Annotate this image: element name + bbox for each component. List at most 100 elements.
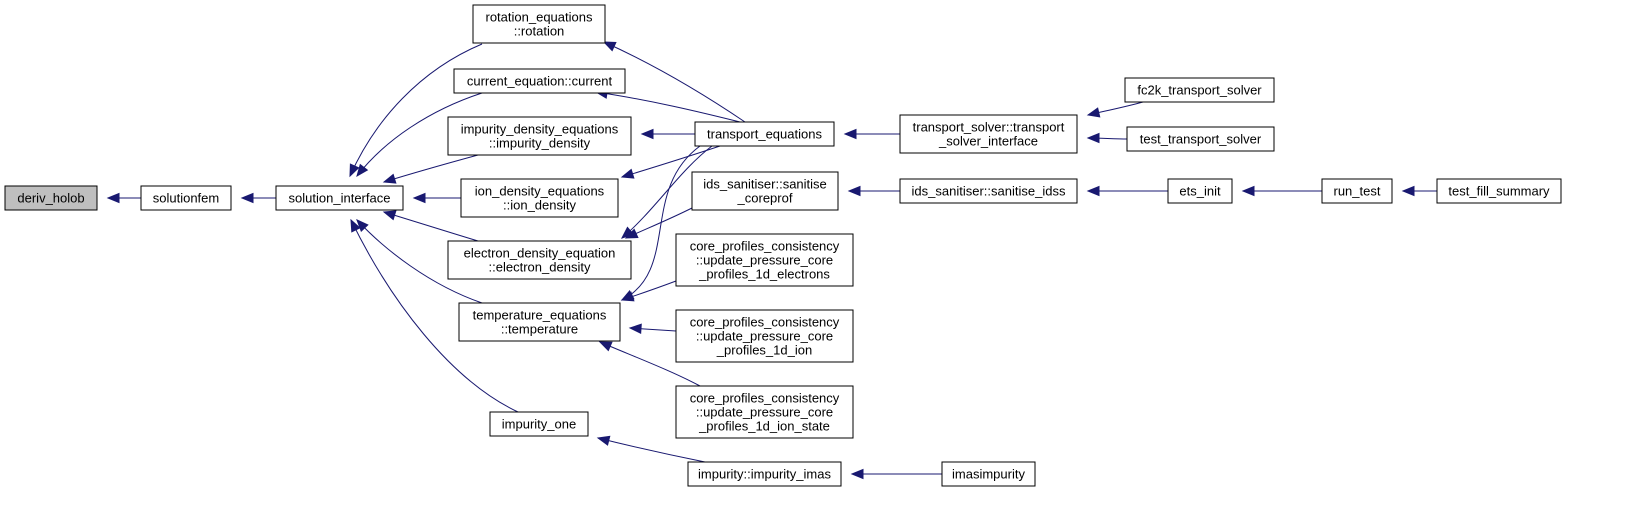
node-temperature[interactable]: temperature_equations::temperature [458,302,621,342]
node-label: impurity_density_equations [461,122,619,137]
arrowhead-icon [640,128,654,140]
node-test_fill_summary[interactable]: test_fill_summary [1436,178,1562,204]
arrowhead-icon [240,192,254,204]
node-box [1167,178,1233,204]
edge-upd_electrons-to-temperature [620,280,677,302]
edge-impurity_one-to-solution_interface [350,218,519,413]
node-label: temperature_equations [473,308,607,323]
node-upd_ion_state[interactable]: core_profiles_consistency::update_pressu… [675,385,854,439]
node-box [1436,178,1562,204]
node-transport_solver_interface[interactable]: transport_solver::transport_solver_inter… [899,114,1078,154]
edge-line [597,437,706,463]
node-sanitise_idss[interactable]: ids_sanitiser::sanitise_idss [899,178,1078,204]
edge-line [383,154,479,183]
node-fc2k_transport_solver[interactable]: fc2k_transport_solver [1124,77,1275,103]
node-label: impurity_one [502,417,576,432]
node-label: deriv_holob [17,191,84,206]
arrowhead-icon [602,41,617,52]
node-box [447,116,632,156]
node-label: _profiles_1d_ion_state [698,419,830,434]
node-solution_interface[interactable]: solution_interface [275,185,404,211]
node-solutionfem[interactable]: solutionfem [140,185,232,211]
node-box [489,411,589,437]
node-impurity_one[interactable]: impurity_one [489,411,589,437]
node-box [675,309,854,363]
node-box [1321,178,1393,204]
edge-line [356,92,483,177]
node-box [453,68,626,94]
node-label: ids_sanitiser::sanitise [703,177,827,192]
node-transport_equations[interactable]: transport_equations [694,121,835,147]
node-current[interactable]: current_equation::current [453,68,626,94]
node-label: solutionfem [153,191,219,206]
node-label: core_profiles_consistency [690,239,840,254]
node-label: solution_interface [289,191,391,206]
arrowhead-icon [106,192,120,204]
edge-test_fill_summary-to-run_test [1401,185,1437,197]
node-box [675,233,854,287]
node-label: ::electron_density [489,260,591,275]
node-label: transport_solver::transport [913,120,1065,135]
node-label: core_profiles_consistency [690,315,840,330]
arrowhead-icon [350,218,361,233]
edge-ion_density-to-solution_interface [412,192,461,204]
arrowhead-icon [620,168,635,179]
node-box [691,171,839,211]
edge-transport_equations-to-ion_density [620,145,721,179]
arrowhead-icon [356,163,369,178]
node-ets_init[interactable]: ets_init [1167,178,1233,204]
node-impurity_imas[interactable]: impurity::impurity_imas [687,461,842,487]
arrowhead-icon [850,468,864,480]
node-label: ::rotation [514,24,565,39]
node-label: imasimpurity [952,467,1025,482]
node-box [275,185,404,211]
edge-line [595,91,741,123]
node-upd_ion[interactable]: core_profiles_consistency::update_pressu… [675,309,854,363]
nodes-layer: deriv_holob solutionfem solution_interface… [4,4,1562,487]
node-label: rotation_equations [486,10,593,25]
node-label: ion_density_equations [475,184,605,199]
node-test_transport_solver[interactable]: test_transport_solver [1126,126,1275,152]
arrowhead-icon [598,341,613,352]
edge-upd_ion-to-temperature [628,323,677,334]
node-label: test_transport_solver [1140,132,1262,147]
node-label: _profiles_1d_electrons [698,267,830,282]
arrowhead-icon [349,163,360,178]
edge-solutionfem-to-deriv_holob [106,192,141,204]
node-label: run_test [1334,184,1381,199]
node-label: ids_sanitiser::sanitise_idss [912,184,1066,199]
edge-rotation-to-solution_interface [349,43,483,178]
edge-impurity_imas-to-impurity_one [596,435,706,463]
edge-fc2k_transport_solver-to-transport_solver_interface [1086,101,1144,118]
arrowhead-icon [628,323,642,334]
edge-sanitise_coreprof-to-electron_density [624,207,693,239]
node-label: ::update_pressure_core [696,329,833,344]
arrowhead-icon [382,210,397,221]
node-electron_density[interactable]: electron_density_equation::electron_dens… [447,240,632,280]
arrowhead-icon [843,128,857,140]
node-imasimpurity[interactable]: imasimpurity [941,461,1036,487]
node-box [941,461,1036,487]
edge-upd_ion_state-to-temperature [598,341,701,387]
node-ion_density[interactable]: ion_density_equations::ion_density [460,178,619,218]
edge-line [356,219,483,304]
arrowhead-icon [620,291,635,302]
node-box [675,385,854,439]
arrowhead-icon [1086,185,1100,197]
node-label: impurity::impurity_imas [698,467,831,482]
node-box [1124,77,1275,103]
node-sanitise_coreprof[interactable]: ids_sanitiser::sanitise_coreprof [691,171,839,211]
edge-sanitise_idss-to-sanitise_coreprof [847,185,900,197]
node-deriv_holob[interactable]: deriv_holob [4,185,98,211]
node-impurity_density[interactable]: impurity_density_equations::impurity_den… [447,116,632,156]
node-label: _solver_interface [938,134,1038,149]
node-label: current_equation::current [467,74,613,89]
edge-line [349,43,483,177]
edge-temperature-to-solution_interface [356,219,483,304]
node-upd_electrons[interactable]: core_profiles_consistency::update_pressu… [675,233,854,287]
edge-run_test-to-ets_init [1241,185,1322,197]
node-rotation[interactable]: rotation_equations::rotation [472,4,606,44]
node-run_test[interactable]: run_test [1321,178,1393,204]
